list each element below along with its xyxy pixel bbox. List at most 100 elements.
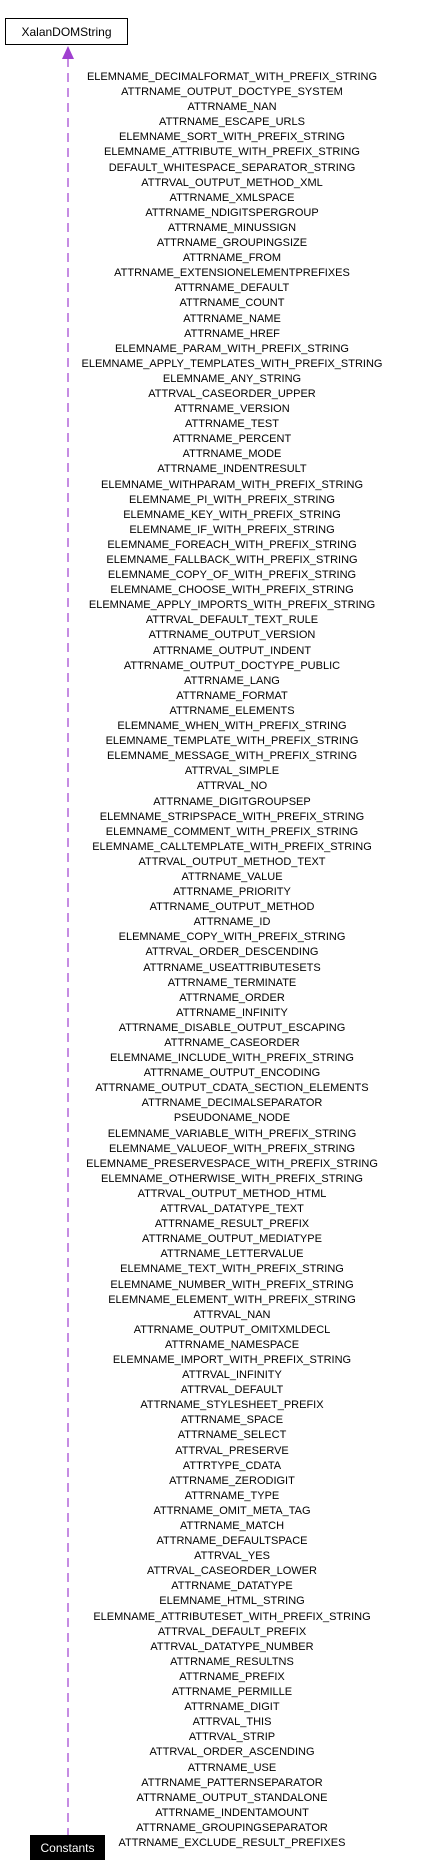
- edge-label: ATTRVAL_THIS: [192, 1716, 272, 1729]
- edge-label: ATTRNAME_XMLSPACE: [169, 191, 295, 204]
- edge-label: ATTRVAL_NO: [196, 780, 268, 793]
- edge-label: ELEMNAME_VARIABLE_WITH_PREFIX_STRING: [107, 1127, 357, 1140]
- edge-label: ATTRNAME_PERCENT: [172, 433, 292, 446]
- edge-label: ATTRNAME_INDENTRESULT: [157, 463, 307, 476]
- edge-label: ATTRNAME_CASEORDER: [164, 1037, 300, 1049]
- edge-label: ATTRNAME_OUTPUT_MEDIATYPE: [142, 1233, 322, 1246]
- edge-label: ATTRNAME_STYLESHEET_PREFIX: [140, 1399, 324, 1412]
- edge-label: ATTRNAME_DIGIT: [184, 1701, 280, 1714]
- edge-label: ATTRNAME_OUTPUT_STANDALONE: [136, 1791, 328, 1804]
- edge-label: ATTRVAL_OUTPUT_METHOD_TEXT: [138, 855, 326, 868]
- edge-label: ATTRNAME_LETTERVALUE: [160, 1248, 304, 1261]
- edge-label: ATTRNAME_OMIT_META_TAG: [153, 1504, 311, 1517]
- edge-label: ELEMNAME_OTHERWISE_WITH_PREFIX_STRING: [100, 1172, 363, 1185]
- edge-label: ATTRNAME_DEFAULTSPACE: [156, 1535, 308, 1548]
- edge-label: ATTRNAME_MINUSSIGN: [167, 221, 297, 234]
- edge-label: ATTRNAME_INFINITY: [176, 1006, 288, 1019]
- derived-class-node[interactable]: Constants: [30, 1835, 105, 1860]
- edge-label: ATTRNAME_ESCAPE_URLS: [159, 116, 305, 129]
- edge-label: ELEMNAME_COMMENT_WITH_PREFIX_STRING: [105, 825, 359, 838]
- edge-label: ELEMNAME_HTML_STRING: [159, 1595, 305, 1608]
- edge-label: ATTRVAL_DEFAULT_TEXT_RULE: [145, 614, 319, 627]
- edge-label: ATTRTYPE_CDATA: [182, 1459, 282, 1472]
- edge-label: ATTRNAME_PRIORITY: [173, 886, 291, 899]
- edge-label: ATTRVAL_INFINITY: [182, 1369, 282, 1382]
- edge-label: ELEMNAME_MESSAGE_WITH_PREFIX_STRING: [107, 750, 357, 763]
- edge-label: ATTRNAME_USE: [187, 1761, 277, 1774]
- edge-label: ELEMNAME_COPY_OF_WITH_PREFIX_STRING: [107, 569, 357, 582]
- edge-label: ATTRNAME_ORDER: [179, 991, 285, 1004]
- edge-label: ATTRVAL_YES: [194, 1550, 270, 1563]
- base-class-node[interactable]: XalanDOMString: [5, 18, 128, 45]
- edge-label: ATTRNAME_NAN: [187, 101, 277, 114]
- edge-label: ATTRNAME_COUNT: [179, 297, 285, 310]
- edge-label: ATTRVAL_DATATYPE_TEXT: [160, 1203, 304, 1216]
- edge-label: DEFAULT_WHITESPACE_SEPARATOR_STRING: [108, 161, 356, 174]
- edge-label: ATTRNAME_PREFIX: [179, 1670, 285, 1683]
- edge-label: ATTRVAL_DATATYPE_NUMBER: [150, 1640, 314, 1653]
- edge-label: ATTRNAME_DEFAULT: [174, 282, 290, 295]
- edge-label: ELEMNAME_FOREACH_WITH_PREFIX_STRING: [107, 538, 357, 551]
- edge-label: ELEMNAME_PRESERVESPACE_WITH_PREFIX_STRIN…: [86, 1157, 378, 1170]
- edge-label: PSEUDONAME_NODE: [173, 1112, 291, 1125]
- edge-label: ELEMNAME_ELEMENT_WITH_PREFIX_STRING: [108, 1293, 356, 1306]
- edge-arrowhead: [62, 46, 74, 59]
- edge-label: ATTRVAL_ORDER_DESCENDING: [145, 946, 319, 959]
- edge-label: ATTRVAL_OUTPUT_METHOD_HTML: [137, 1187, 327, 1200]
- edge-label: ATTRVAL_CASEORDER_UPPER: [148, 387, 316, 400]
- edge-label: ELEMNAME_ATTRIBUTE_WITH_PREFIX_STRING: [104, 146, 360, 159]
- edge-label: ATTRNAME_LANG: [184, 674, 280, 687]
- edge-label: ATTRNAME_NDIGITSPERGROUP: [145, 206, 319, 219]
- edge-label: ATTRNAME_GROUPINGSEPARATOR: [136, 1821, 328, 1834]
- edge-label: ATTRNAME_GROUPINGSIZE: [156, 237, 308, 250]
- edge-label: ATTRNAME_SELECT: [177, 1429, 287, 1442]
- edge-label: ATTRNAME_DECIMALSEPARATOR: [141, 1097, 323, 1110]
- edge-label: ATTRNAME_ID: [193, 916, 271, 929]
- edge-label: ELEMNAME_IF_WITH_PREFIX_STRING: [129, 523, 335, 536]
- edge-label: ATTRNAME_OUTPUT_ENCODING: [143, 1067, 321, 1080]
- edge-label: ATTRNAME_ZERODIGIT: [169, 1474, 295, 1487]
- edge-label: ELEMNAME_WITHPARAM_WITH_PREFIX_STRING: [101, 478, 363, 491]
- edge-label: ELEMNAME_DECIMALFORMAT_WITH_PREFIX_STRIN…: [86, 71, 378, 83]
- edge-label: ELEMNAME_KEY_WITH_PREFIX_STRING: [123, 508, 341, 521]
- edge-label: ATTRVAL_PRESERVE: [175, 1444, 289, 1457]
- edge-label: ATTRVAL_NAN: [193, 1308, 271, 1321]
- edge-label: ATTRNAME_RESULTNS: [170, 1655, 294, 1668]
- edge-label: ATTRNAME_DISABLE_OUTPUT_ESCAPING: [118, 1021, 346, 1034]
- edge-label: ATTRNAME_OUTPUT_DOCTYPE_SYSTEM: [121, 86, 343, 99]
- edge-label: ATTRNAME_SPACE: [180, 1414, 284, 1427]
- edge-label: ELEMNAME_FALLBACK_WITH_PREFIX_STRING: [106, 554, 358, 566]
- edge-label: ELEMNAME_APPLY_IMPORTS_WITH_PREFIX_STRIN…: [88, 599, 376, 612]
- edge-label: ATTRNAME_MODE: [182, 448, 282, 461]
- edge-label: ELEMNAME_IMPORT_WITH_PREFIX_STRING: [112, 1353, 352, 1366]
- edge-label: ATTRNAME_OUTPUT_METHOD: [149, 901, 315, 914]
- edge-label: ATTRNAME_ELEMENTS: [169, 704, 295, 717]
- edge-label: ATTRNAME_TERMINATE: [167, 976, 297, 989]
- edge-label: ATTRNAME_NAME: [183, 312, 281, 325]
- edge-label: ATTRNAME_MATCH: [179, 1520, 285, 1532]
- edge-label: ATTRNAME_EXTENSIONELEMENTPREFIXES: [114, 267, 350, 280]
- edge-label: ELEMNAME_STRIPSPACE_WITH_PREFIX_STRING: [99, 810, 365, 823]
- edge-label: ATTRNAME_VERSION: [174, 403, 290, 416]
- edge-label: ELEMNAME_PARAM_WITH_PREFIX_STRING: [115, 342, 349, 355]
- edge-label: ELEMNAME_SORT_WITH_PREFIX_STRING: [119, 131, 345, 144]
- edge-label: ELEMNAME_TEXT_WITH_PREFIX_STRING: [120, 1263, 344, 1276]
- edge-label: ATTRVAL_STRIP: [188, 1731, 276, 1744]
- edge-label: ELEMNAME_INCLUDE_WITH_PREFIX_STRING: [110, 1052, 354, 1065]
- edge-label: ELEMNAME_ANY_STRING: [162, 372, 302, 385]
- edge-label: ELEMNAME_NUMBER_WITH_PREFIX_STRING: [110, 1278, 354, 1291]
- edge-label-list: ELEMNAME_DECIMALFORMAT_WITH_PREFIX_STRIN…: [0, 70, 423, 1851]
- edge-label: ATTRNAME_DATATYPE: [171, 1580, 293, 1593]
- edge-label: ATTRNAME_DIGITGROUPSEP: [153, 795, 311, 808]
- edge-label: ELEMNAME_COPY_WITH_PREFIX_STRING: [118, 931, 346, 944]
- edge-label: ATTRNAME_OUTPUT_OMITXMLDECL: [133, 1323, 331, 1336]
- derived-class-label: Constants: [40, 1840, 95, 1855]
- edge-label: ATTRNAME_FORMAT: [176, 689, 288, 702]
- edge-label: ATTRVAL_DEFAULT: [180, 1384, 284, 1397]
- edge-label: ELEMNAME_APPLY_TEMPLATES_WITH_PREFIX_STR…: [81, 357, 383, 370]
- edge-label: ATTRNAME_EXCLUDE_RESULT_PREFIXES: [118, 1836, 346, 1849]
- edge-label: ATTRNAME_VALUE: [181, 870, 283, 883]
- edge-label: ATTRNAME_HREF: [184, 327, 280, 340]
- edge-label: ATTRNAME_USEATTRIBUTESETS: [143, 961, 321, 974]
